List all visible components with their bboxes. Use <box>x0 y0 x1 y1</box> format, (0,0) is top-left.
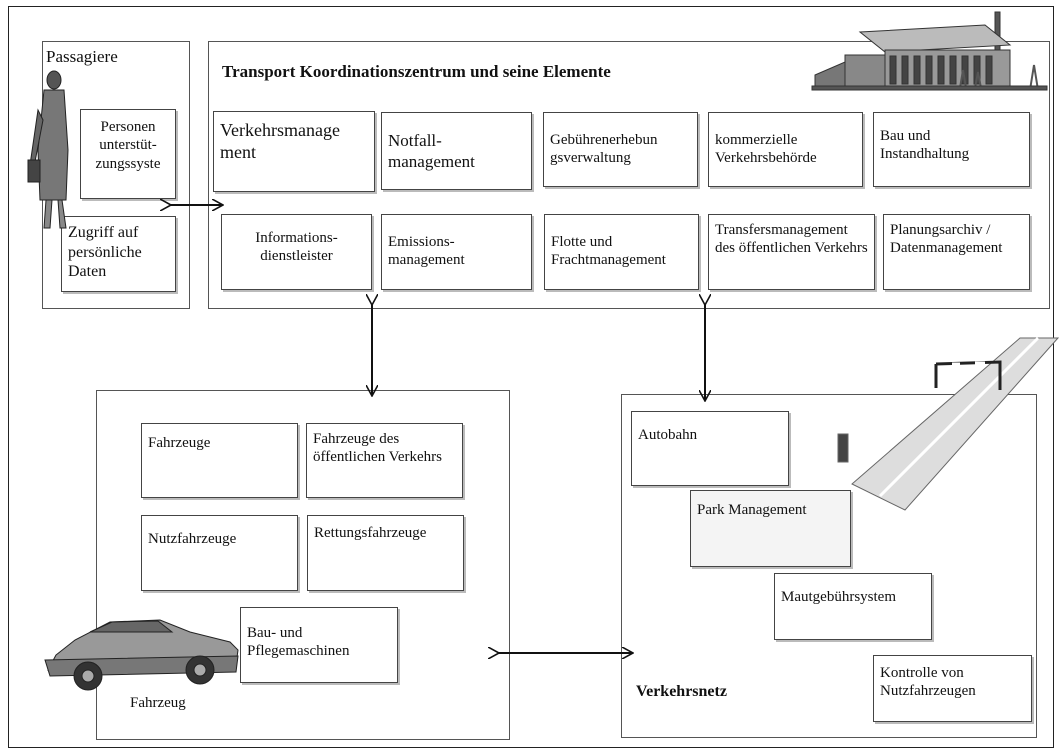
coordination-center-title: Transport Koordinationszentrum und seine… <box>222 62 611 81</box>
personal-data-access-box: Zugriff auf persönliche Daten <box>61 216 176 292</box>
commercial-vehicle-authority-box: kommerzielle Verkehrsbehörde <box>708 112 863 187</box>
planning-archive-box: Planungsarchiv / Datenmanagement <box>883 214 1030 290</box>
information-provider-box: Informations- dienstleister <box>221 214 372 290</box>
traffic-network-title: Verkehrsnetz <box>636 683 727 700</box>
park-management-box: Park Management <box>690 490 851 567</box>
vehicle-panel-title: Fahrzeug <box>130 695 186 711</box>
toll-system-box: Mautgebührsystem <box>774 573 932 640</box>
toll-collection-box: Gebührenerhebun gsverwaltung <box>543 112 698 187</box>
fleet-freight-management-box: Flotte und Frachtmanagement <box>544 214 699 290</box>
construction-machines-box: Bau- und Pflegemaschinen <box>240 607 398 683</box>
personal-support-box: Personen unterstüt- zungssyste <box>80 109 176 199</box>
emission-management-box: Emissions- management <box>381 214 532 290</box>
traffic-management-box: Verkehrsmanage ment <box>213 111 375 192</box>
commercial-vehicle-control-box: Kontrolle von Nutzfahrzeugen <box>873 655 1032 722</box>
construction-maintenance-box: Bau und Instandhaltung <box>873 112 1030 187</box>
emergency-management-box: Notfall- management <box>381 112 532 190</box>
public-transport-vehicles-box: Fahrzeuge des öffentlichen Verkehrs <box>306 423 463 498</box>
emergency-vehicles-box: Rettungsfahrzeuge <box>307 515 464 591</box>
highway-box: Autobahn <box>631 411 789 486</box>
passengers-title: Passagiere <box>46 47 118 66</box>
transit-management-box: Transfersmanagement des öffentlichen Ver… <box>708 214 875 290</box>
vehicles-box: Fahrzeuge <box>141 423 298 498</box>
commercial-vehicles-box: Nutzfahrzeuge <box>141 515 298 591</box>
